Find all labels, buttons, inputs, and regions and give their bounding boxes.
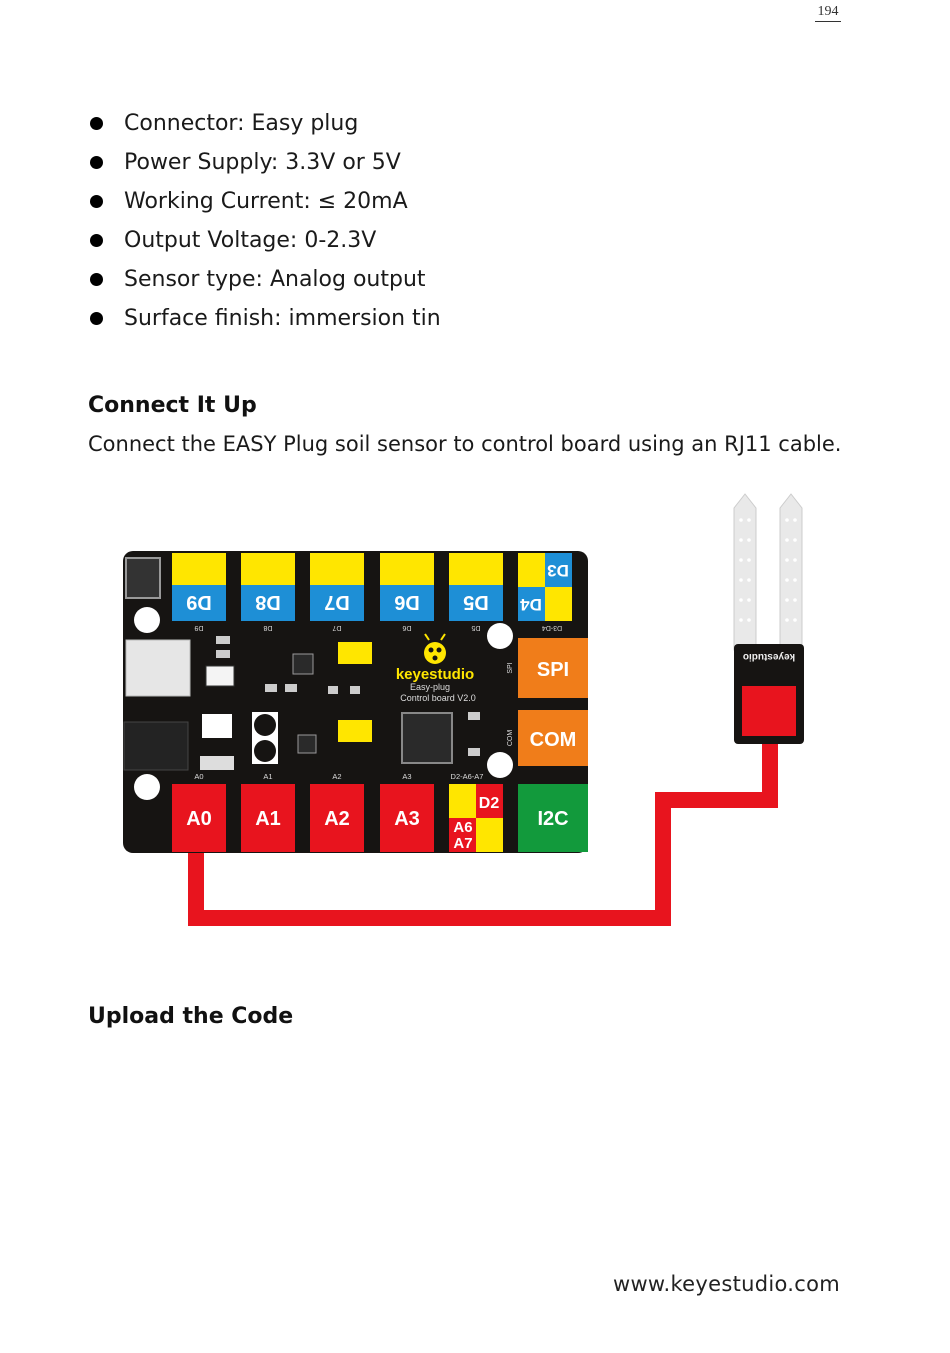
reset-switch (125, 557, 161, 599)
regulator (202, 714, 232, 738)
component (297, 734, 317, 754)
port-label: D6 (394, 591, 420, 613)
port-label: D7 (324, 591, 350, 613)
bullet-icon (90, 234, 103, 247)
top-port-d8: D8 (241, 553, 295, 621)
spec-item: Connector: Easy plug (88, 104, 441, 143)
silk-label: D3-D4 (542, 624, 562, 631)
silk-label: D2-A6-A7 (451, 772, 484, 781)
port-label: A3 (394, 808, 420, 830)
port-label: SPI (537, 659, 569, 681)
port-label: COM (530, 729, 577, 751)
component (292, 653, 314, 675)
bullet-icon (90, 312, 103, 325)
port-label: A1 (255, 808, 281, 830)
spec-item: Working Current: ≤ 20mA (88, 182, 441, 221)
top-port-d6: D6 (380, 553, 434, 621)
port-a2: A2 (310, 784, 364, 852)
footer-url: www.keyestudio.com (612, 1272, 840, 1296)
spec-item: Surface finish: immersion tin (88, 299, 441, 338)
control-board: D9 D8 D7 D6 D5 D4 D3 D9 D8 D7 D6 D5 D3-D… (123, 551, 588, 853)
port-i2c: I2C (518, 784, 588, 852)
bug-logo-icon (424, 633, 446, 664)
spec-text: Output Voltage: 0-2.3V (124, 228, 377, 253)
spec-text: Sensor type: Analog output (124, 267, 426, 292)
mount-hole (487, 623, 513, 649)
sensor-probe-left (733, 493, 757, 651)
port-label: A6 (453, 819, 472, 836)
spec-text: Power Supply: 3.3V or 5V (124, 150, 401, 175)
spec-list: Connector: Easy plug Power Supply: 3.3V … (88, 104, 441, 338)
top-port-d3-d4: D4 D3 (518, 553, 572, 621)
board-subtitle: Easy-plug (410, 682, 450, 692)
sensor-rj11-port (742, 686, 796, 736)
port-label: D4 (520, 595, 542, 614)
spec-text: Surface finish: immersion tin (124, 306, 441, 331)
port-a3: A3 (380, 784, 434, 852)
silk-label: A2 (332, 772, 341, 781)
port-com: COM (518, 710, 588, 766)
mcu-chip (401, 712, 453, 764)
port-label: D3 (547, 561, 569, 580)
port-label: A0 (186, 808, 212, 830)
silk-label: SPI (507, 662, 514, 673)
mount-hole (134, 607, 160, 633)
port-label: D5 (463, 591, 489, 613)
port-label: D9 (186, 591, 212, 613)
top-port-d9: D9 (172, 553, 226, 621)
sensor-probe-right (779, 493, 803, 651)
header-pins (338, 642, 372, 664)
silk-label: D5 (471, 624, 480, 631)
component (205, 665, 235, 687)
board-pcb (123, 551, 588, 853)
port-label: D8 (255, 591, 281, 613)
port-a1: A1 (241, 784, 295, 852)
port-spi: SPI (518, 638, 588, 698)
rj11-cable (188, 734, 778, 926)
port-label: D2 (479, 795, 500, 812)
brand-logo: keyestudio (396, 666, 474, 683)
mount-hole (487, 752, 513, 778)
silk-label: D7 (332, 624, 341, 631)
page-number: 194 (815, 4, 841, 22)
silk-label: D9 (194, 624, 203, 631)
silk-label: D8 (263, 624, 272, 631)
port-a0: A0 (172, 784, 226, 852)
bullet-icon (90, 156, 103, 169)
power-jack (123, 721, 189, 771)
top-port-d7: D7 (310, 553, 364, 621)
usb-port (125, 639, 191, 697)
mount-hole (134, 774, 160, 800)
port-d2-a6-a7: D2 A6 A7 (449, 784, 503, 852)
spec-item: Sensor type: Analog output (88, 260, 441, 299)
spec-text: Connector: Easy plug (124, 111, 359, 136)
port-label: A7 (453, 835, 472, 852)
wiring-diagram: D9 D8 D7 D6 D5 D4 D3 D9 D8 D7 D6 D5 D3-D… (123, 493, 804, 926)
connect-heading: Connect It Up (88, 393, 257, 418)
header-pins (338, 720, 372, 742)
silk-label: A1 (263, 772, 272, 781)
silk-label: COM (507, 730, 514, 747)
silk-label: D6 (402, 624, 411, 631)
top-port-d5: D5 (449, 553, 503, 621)
soil-sensor: keyestudio (733, 493, 804, 744)
connect-instructions: Connect the EASY Plug soil sensor to con… (88, 432, 842, 456)
spec-item: Power Supply: 3.3V or 5V (88, 143, 441, 182)
spec-text: Working Current: ≤ 20mA (124, 189, 408, 214)
silk-label: A3 (402, 772, 411, 781)
spec-item: Output Voltage: 0-2.3V (88, 221, 441, 260)
bullet-icon (90, 117, 103, 130)
port-label: A2 (324, 808, 350, 830)
bullet-icon (90, 273, 103, 286)
silk-label: A0 (194, 772, 203, 781)
component (200, 756, 234, 770)
port-label: I2C (537, 808, 568, 830)
board-version: Control board V2.0 (400, 693, 476, 703)
sensor-brand: keyestudio (743, 651, 795, 662)
upload-heading: Upload the Code (88, 1004, 294, 1029)
bullet-icon (90, 195, 103, 208)
